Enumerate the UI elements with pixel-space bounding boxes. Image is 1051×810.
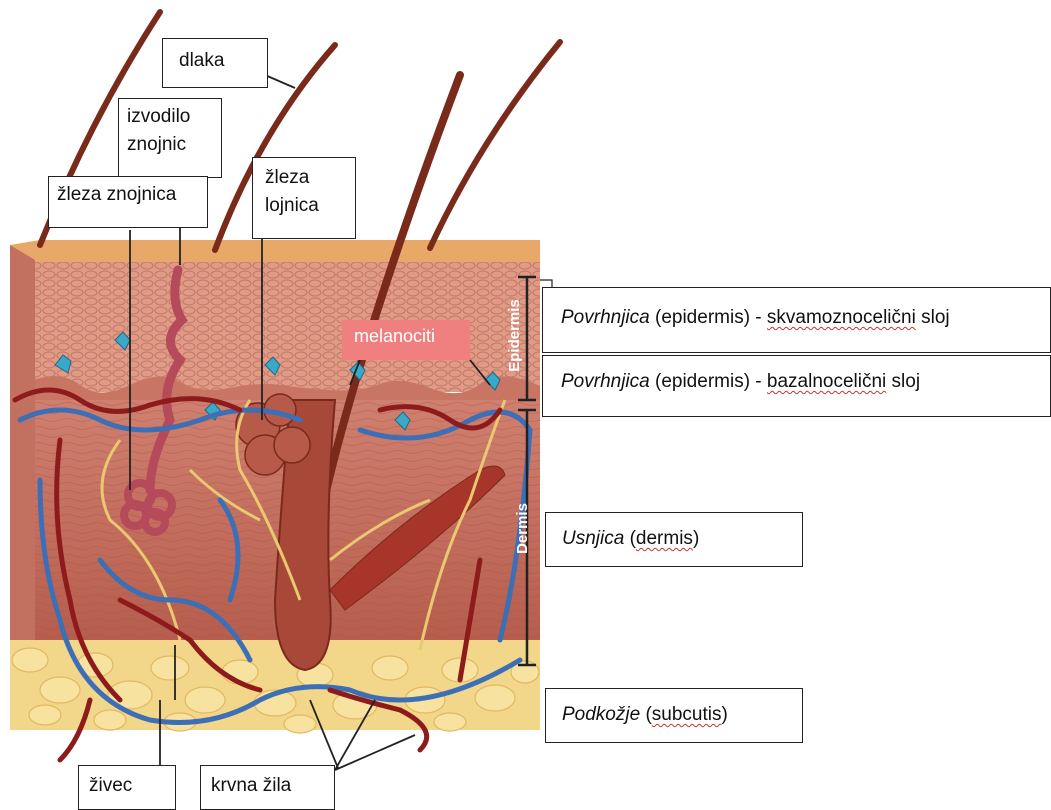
label-hair: dlaka bbox=[162, 38, 268, 88]
dermis-side-label: Dermis bbox=[514, 503, 531, 554]
dermis-term: Usnjica bbox=[562, 528, 624, 549]
epidermis-squamous-term: Povrhnjica bbox=[561, 307, 650, 328]
epidermis-basal-detail-suffix: sloj bbox=[886, 371, 920, 392]
label-nerve-text: živec bbox=[89, 775, 132, 796]
dermis-detail-suffix: ) bbox=[693, 528, 699, 549]
epidermis-basal-detail-word: bazalnocelični bbox=[767, 371, 886, 392]
dermis-detail-prefix: ( bbox=[624, 528, 636, 549]
subcutis-detail-word: subcutis bbox=[652, 704, 722, 725]
label-nerve: živec bbox=[78, 765, 176, 810]
subcutis-detail-prefix: ( bbox=[640, 704, 652, 725]
epidermis-side-label: Epidermis bbox=[506, 299, 523, 372]
label-subcutis: Podkožje (subcutis) bbox=[545, 688, 803, 743]
epidermis-basal-term: Povrhnjica bbox=[561, 371, 650, 392]
epidermis-basal-detail-prefix: (epidermis) - bbox=[650, 371, 767, 392]
epidermis-squamous-detail-prefix: (epidermis) - bbox=[650, 307, 767, 328]
label-dermis: Usnjica (dermis) bbox=[545, 512, 803, 567]
label-epidermis-squamous: Povrhnjica (epidermis) - skvamoznoceličn… bbox=[542, 287, 1051, 353]
subcutis-term: Podkožje bbox=[562, 704, 640, 725]
label-sweat-gland: žleza znojnica bbox=[48, 176, 208, 228]
label-blood-vessel-text: krvna žila bbox=[211, 775, 291, 796]
label-melanocytes: melanociti bbox=[342, 320, 470, 360]
label-sweat-duct-text: izvodilo znojnic bbox=[127, 106, 190, 155]
label-blood-vessel: krvna žila bbox=[200, 765, 335, 810]
label-hair-text: dlaka bbox=[179, 50, 224, 71]
skin-left-side bbox=[10, 245, 35, 700]
label-sebaceous-gland: žleza lojnica bbox=[252, 157, 356, 239]
dermis-detail-word: dermis bbox=[636, 528, 693, 549]
subcutis-detail-suffix: ) bbox=[721, 704, 727, 725]
label-melanocytes-text: melanociti bbox=[354, 326, 435, 346]
label-sweat-gland-text: žleza znojnica bbox=[57, 184, 176, 205]
label-epidermis-basal: Povrhnjica (epidermis) - bazalnocelični … bbox=[542, 355, 1051, 417]
label-sebaceous-gland-text: žleza lojnica bbox=[265, 167, 319, 216]
epidermis-squamous-detail-word: skvamoznocelični bbox=[767, 307, 916, 328]
epidermis-squamous-detail-suffix: sloj bbox=[916, 307, 950, 328]
label-sweat-duct: izvodilo znojnic bbox=[118, 98, 222, 178]
